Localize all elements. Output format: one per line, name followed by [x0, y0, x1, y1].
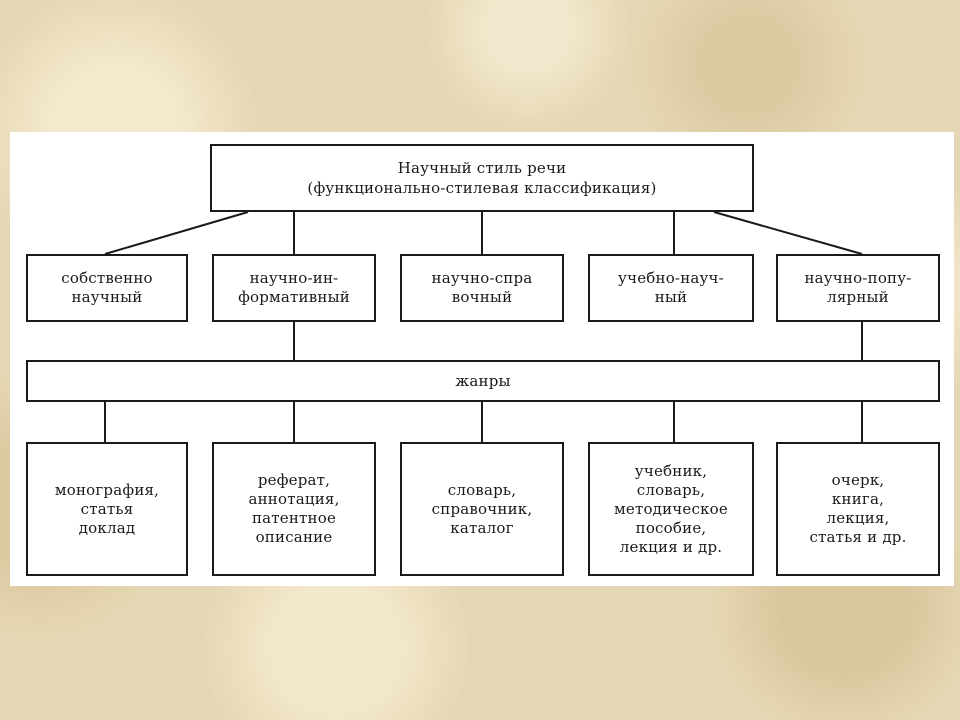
genres-bar: жанры — [26, 360, 940, 402]
substyle-node-3: научно-спра вочный — [400, 254, 564, 322]
diagram-panel: Научный стиль речи (функционально-стилев… — [10, 132, 954, 586]
genre-node-3: словарь, справочник, каталог — [400, 442, 564, 576]
genre-node-5: очерк, книга, лекция, статья и др. — [776, 442, 940, 576]
root-node: Научный стиль речи (функционально-стилев… — [210, 144, 754, 212]
substyle-node-2: научно-ин- формативный — [212, 254, 376, 322]
genre-node-2: реферат, аннотация, патентное описание — [212, 442, 376, 576]
genre-node-1: монография, статья доклад — [26, 442, 188, 576]
substyle-node-4: учебно-науч- ный — [588, 254, 754, 322]
substyle-node-5: научно-попу- лярный — [776, 254, 940, 322]
connector-lines — [104, 211, 863, 442]
genre-node-4: учебник, словарь, методическое пособие, … — [588, 442, 754, 576]
substyle-node-1: собственно научный — [26, 254, 188, 322]
